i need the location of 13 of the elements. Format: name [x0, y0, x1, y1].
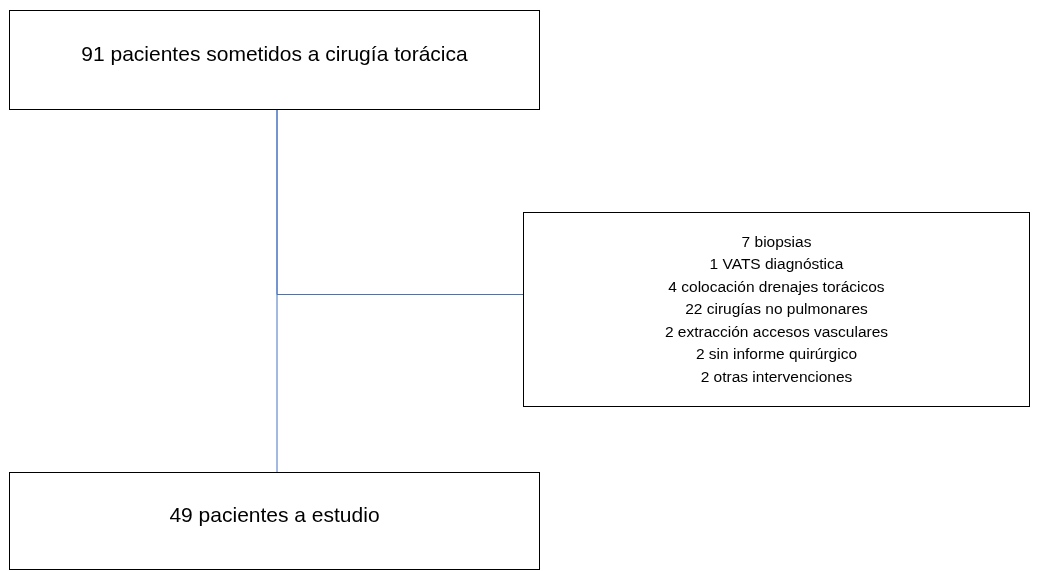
box-text: 49 pacientes a estudio — [169, 502, 380, 528]
box-text: 7 biopsias — [741, 231, 812, 252]
box-text: 4 colocación drenajes torácicos — [668, 276, 885, 297]
box-text: 2 extracción accesos vasculares — [664, 321, 889, 342]
connector-line — [276, 109, 524, 295]
box-text: 91 pacientes sometidos a cirugía torácica — [81, 41, 468, 67]
process-box — [9, 10, 540, 110]
box-text: 2 sin informe quirúrgico — [695, 344, 858, 365]
process-box — [523, 212, 1030, 407]
box-text: 22 cirugías no pulmonares — [685, 299, 868, 320]
box-text: 1 VATS diagnóstica — [709, 254, 844, 275]
process-box — [9, 472, 540, 570]
box-text: 2 otras intervenciones — [700, 366, 853, 387]
